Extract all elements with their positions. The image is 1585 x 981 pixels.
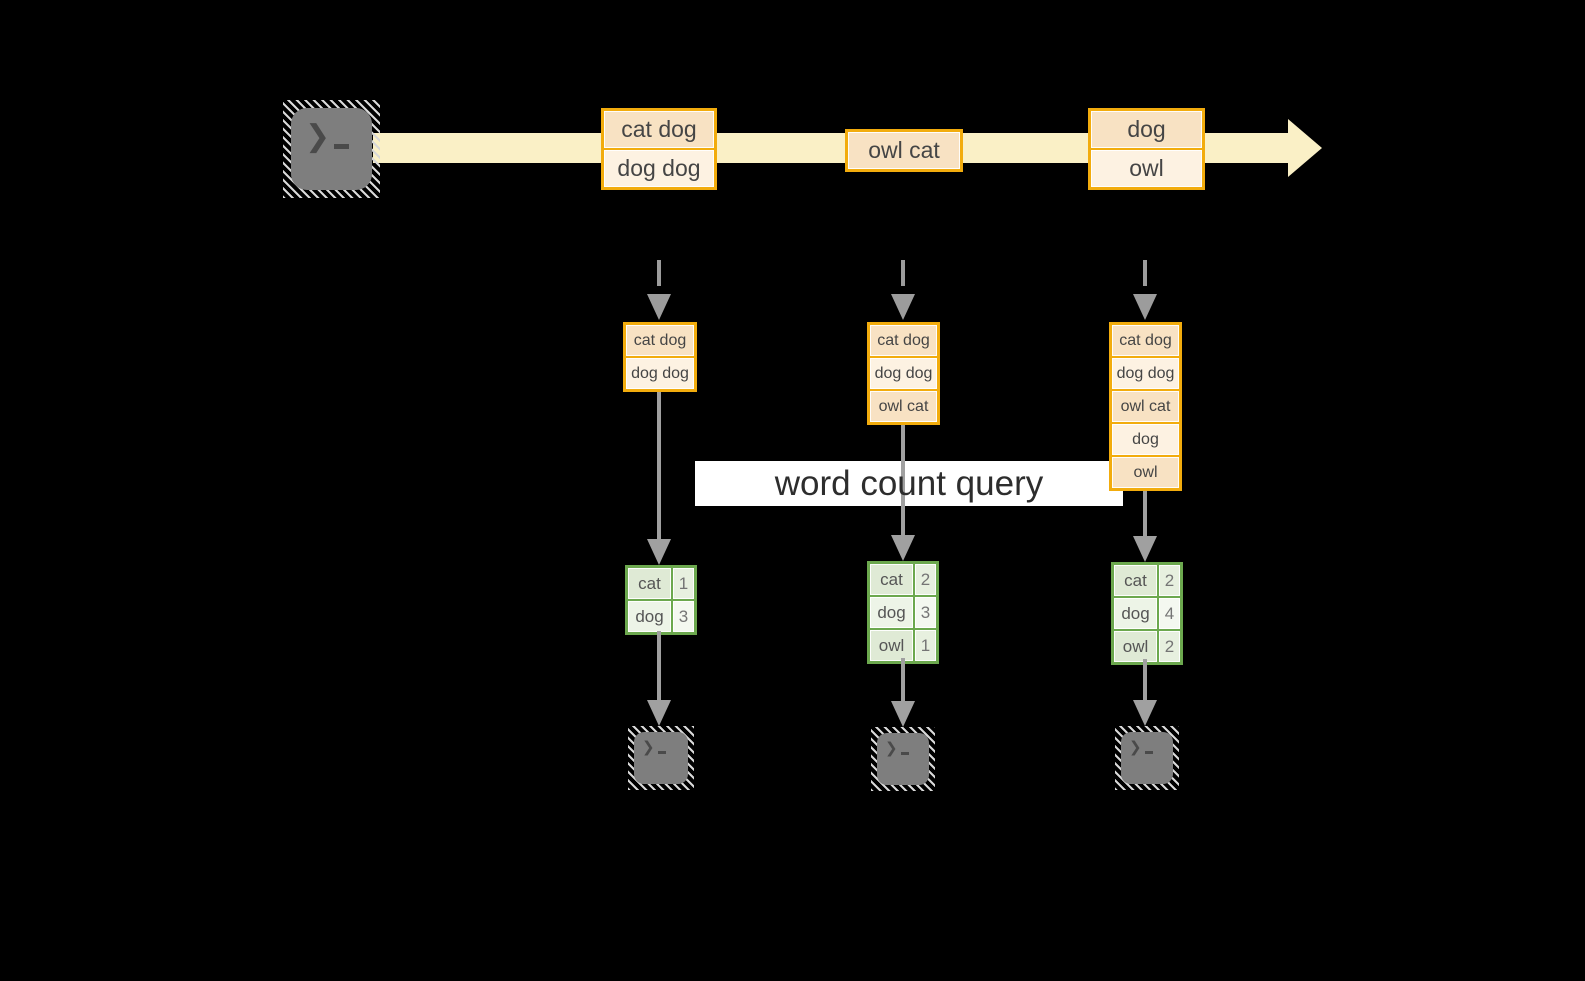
count-cell: 3	[915, 597, 936, 628]
query-band	[695, 461, 1123, 506]
result-flow-arrow-head	[1133, 700, 1157, 726]
ingest-arrow-head	[647, 294, 671, 320]
stream-arrow-head	[1288, 119, 1322, 177]
word-cell: owl	[1114, 631, 1157, 662]
terminal-icon-source: ❯	[283, 100, 380, 198]
buffer-item: owl cat	[870, 391, 937, 422]
buffer-item: cat dog	[626, 325, 694, 356]
stream-item: dog dog	[604, 150, 714, 187]
count-cell: 1	[673, 568, 694, 599]
stream-item: dog	[1091, 111, 1202, 148]
terminal-cursor-icon	[657, 751, 666, 754]
stream-batch-box: owl cat	[845, 129, 963, 172]
result-flow-arrow	[657, 631, 661, 702]
count-cell: 2	[915, 564, 936, 595]
query-flow-arrow-head	[647, 539, 671, 565]
count-cell: 4	[1159, 598, 1180, 629]
ingest-arrow-head	[1133, 294, 1157, 320]
terminal-icon-output-1: ❯	[628, 726, 694, 790]
ingest-arrow-head	[891, 294, 915, 320]
word-cell: owl	[870, 630, 913, 661]
buffer-item: dog dog	[1112, 358, 1179, 389]
word-cell: dog	[628, 601, 671, 632]
buffer-item: dog dog	[626, 358, 694, 389]
query-flow-arrow-head	[1133, 536, 1157, 562]
word-cell: cat	[628, 568, 671, 599]
buffer-item: dog	[1112, 424, 1179, 455]
count-cell: 2	[1159, 631, 1180, 662]
stream-item: cat dog	[604, 111, 714, 148]
query-label: word count query	[774, 463, 1044, 503]
buffer-item: cat dog	[1112, 325, 1179, 356]
terminal-prompt-icon: ❯	[305, 119, 331, 154]
buffer-item: dog dog	[870, 358, 937, 389]
ingest-arrow	[1143, 260, 1147, 286]
word-cell: dog	[870, 597, 913, 628]
buffer-item: owl cat	[1112, 391, 1179, 422]
query-flow-arrow-head	[891, 535, 915, 561]
word-cell: cat	[1114, 565, 1157, 596]
ingest-arrow	[657, 260, 661, 286]
stream-item: owl cat	[848, 132, 960, 169]
word-cell: cat	[870, 564, 913, 595]
buffer-item: cat dog	[870, 325, 937, 356]
result-flow-arrow-head	[891, 701, 915, 727]
terminal-prompt-icon: ❯	[642, 738, 655, 756]
terminal-window: ❯	[877, 733, 929, 785]
count-cell: 2	[1159, 565, 1180, 596]
result-flow-arrow	[1143, 659, 1147, 702]
terminal-window: ❯	[291, 108, 372, 190]
buffer-item: owl	[1112, 457, 1179, 488]
result-flow-arrow	[901, 658, 905, 703]
count-cell: 1	[915, 630, 936, 661]
terminal-cursor-icon	[1144, 751, 1153, 754]
terminal-cursor-icon	[334, 144, 350, 149]
terminal-icon-output-2: ❯	[871, 727, 935, 791]
count-cell: 3	[673, 601, 694, 632]
query-flow-arrow	[657, 388, 661, 541]
terminal-prompt-icon: ❯	[885, 739, 898, 757]
ingest-arrow	[901, 260, 905, 286]
query-flow-arrow	[901, 419, 905, 537]
terminal-cursor-icon	[900, 752, 909, 755]
terminal-icon-output-3: ❯	[1115, 726, 1179, 790]
terminal-window: ❯	[634, 732, 688, 784]
word-cell: dog	[1114, 598, 1157, 629]
query-flow-arrow	[1143, 481, 1147, 538]
terminal-prompt-icon: ❯	[1129, 738, 1142, 756]
result-flow-arrow-head	[647, 700, 671, 726]
stream-item: owl	[1091, 150, 1202, 187]
terminal-window: ❯	[1121, 732, 1173, 784]
